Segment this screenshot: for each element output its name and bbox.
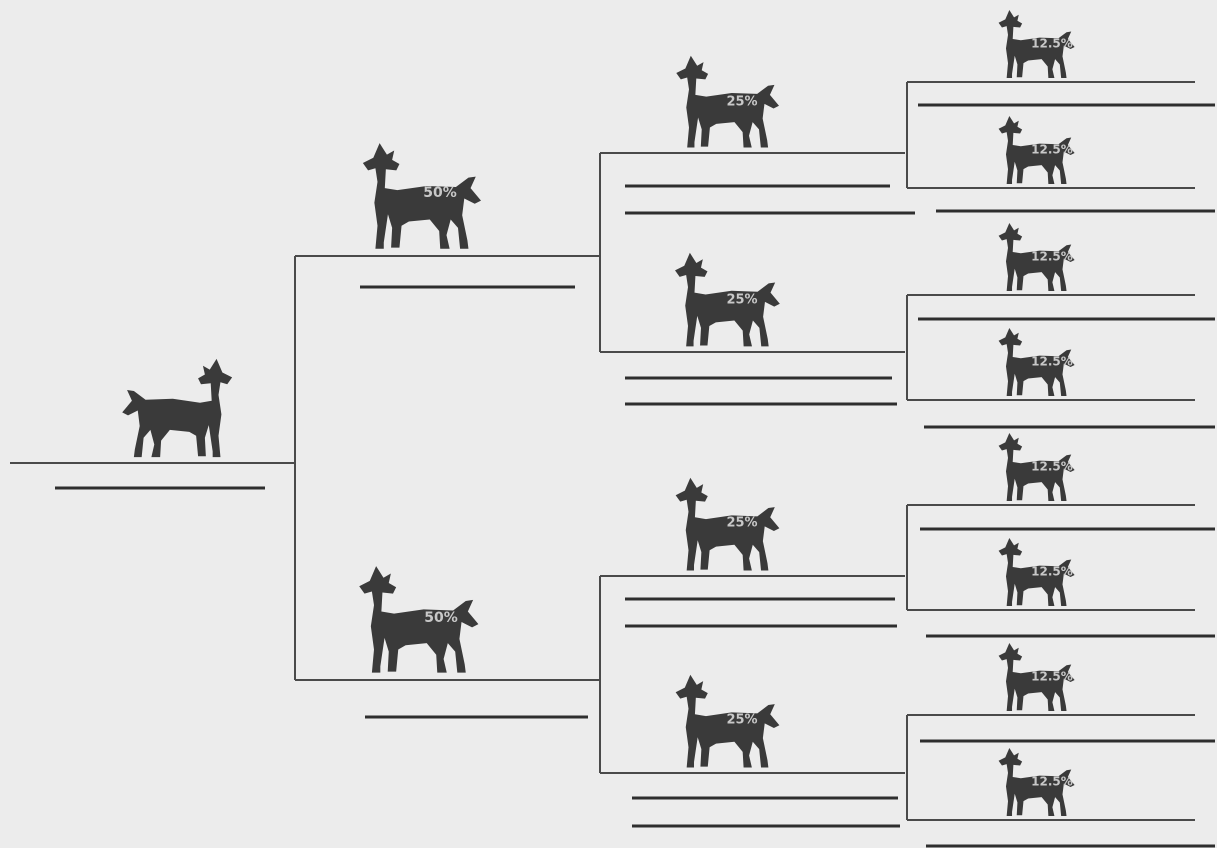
parent-sire: 50% (363, 143, 481, 249)
grandparent-percent-label: 25% (726, 293, 757, 308)
goat-silhouette-icon (363, 143, 481, 249)
goat-silhouette-icon (122, 359, 232, 457)
grandparent-3: 25% (676, 478, 780, 571)
great-grandparent-2: 12.5% (999, 116, 1075, 184)
great-grandparent-percent-label: 12.5% (1031, 37, 1073, 51)
grandparent-percent-label: 25% (726, 713, 757, 728)
parent-percent-label: 50% (424, 610, 458, 626)
great-grandparent-percent-label: 12.5% (1031, 670, 1073, 684)
great-grandparent-1: 12.5% (999, 10, 1075, 78)
grandparent-4: 25% (676, 675, 780, 768)
great-grandparent-percent-label: 12.5% (1031, 355, 1073, 369)
grandparent-percent-label: 25% (726, 516, 757, 531)
great-grandparent-percent-label: 12.5% (1031, 775, 1073, 789)
great-grandparent-7: 12.5% (999, 643, 1075, 711)
great-grandparent-percent-label: 12.5% (1031, 460, 1073, 474)
great-grandparent-8: 12.5% (999, 748, 1075, 816)
great-grandparent-percent-label: 12.5% (1031, 250, 1073, 264)
great-grandparent-percent-label: 12.5% (1031, 143, 1073, 157)
dam-to-grandparents-bracket (600, 576, 905, 773)
parent-dam: 50% (359, 566, 478, 673)
grandparent-percent-label: 25% (726, 95, 757, 110)
great-grandparent-5: 12.5% (999, 433, 1075, 501)
great-grandparent-3: 12.5% (999, 223, 1075, 291)
great-grandparent-6: 12.5% (999, 538, 1075, 606)
grandparent-1: 25% (676, 56, 779, 148)
goat-silhouette-icon (359, 566, 478, 673)
subject-to-parents-bracket (10, 256, 600, 680)
sire-to-grandparents-bracket (600, 153, 905, 352)
great-grandparent-4: 12.5% (999, 328, 1075, 396)
subject-animal (122, 359, 232, 457)
parent-percent-label: 50% (423, 185, 457, 201)
great-grandparent-percent-label: 12.5% (1031, 565, 1073, 579)
grandparent-2: 25% (675, 253, 780, 347)
